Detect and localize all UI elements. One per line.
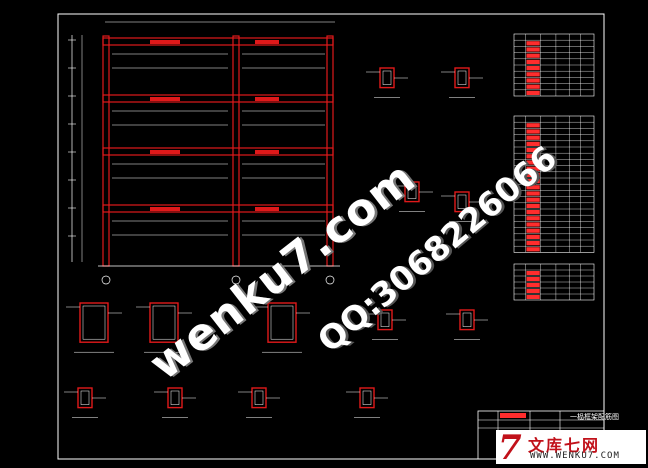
table-cell-highlight xyxy=(526,191,540,196)
section-box xyxy=(267,302,297,343)
table-cell-highlight xyxy=(526,185,540,190)
table-cell-highlight xyxy=(526,228,540,233)
table-cell-highlight xyxy=(526,59,540,64)
table-cell-highlight xyxy=(526,47,540,52)
section-stirrup xyxy=(270,305,294,340)
table-cell-highlight xyxy=(526,197,540,202)
table-cell-highlight xyxy=(526,222,540,227)
table-cell-highlight xyxy=(526,295,540,299)
table-cell-highlight xyxy=(526,247,540,252)
section-box xyxy=(149,302,179,343)
table-cell-highlight xyxy=(526,154,540,159)
section-stirrup xyxy=(382,70,392,85)
table-cell-highlight xyxy=(526,123,540,128)
table-cell-highlight xyxy=(526,283,540,287)
table-cell-highlight xyxy=(526,135,540,140)
frame-beam xyxy=(102,204,334,213)
wenku7-logo[interactable]: 7 文库七网 WWW.WENKU7.COM xyxy=(496,428,646,468)
table-cell-highlight xyxy=(526,78,540,83)
beam-highlight xyxy=(255,40,279,44)
beam-highlight xyxy=(255,97,279,101)
logo-chinese-text: 文库七网 xyxy=(528,436,601,455)
section-stirrup xyxy=(254,390,264,405)
beam-highlight xyxy=(150,40,180,44)
beam-highlight xyxy=(150,207,180,211)
table-cell-highlight xyxy=(526,66,540,71)
table-cell-highlight xyxy=(526,234,540,239)
frame-beam xyxy=(102,37,334,46)
section-stirrup xyxy=(170,390,180,405)
table-cell-highlight xyxy=(526,179,540,184)
axis-bubble xyxy=(101,275,111,285)
table-cell-highlight xyxy=(526,210,540,215)
table-cell-highlight xyxy=(526,72,540,77)
section-stirrup xyxy=(462,312,472,327)
table-cell-highlight xyxy=(526,172,540,177)
frame-column xyxy=(232,35,240,267)
frame-beam xyxy=(102,147,334,156)
beam-highlight xyxy=(255,207,279,211)
beam-highlight xyxy=(150,150,180,154)
table-cell-highlight xyxy=(526,90,540,95)
table-cell-highlight xyxy=(526,129,540,134)
frame-elevation xyxy=(68,21,340,285)
table-cell-highlight xyxy=(526,41,540,46)
table-cell-highlight xyxy=(526,53,540,58)
section-stirrup xyxy=(457,70,467,85)
section-stirrup xyxy=(407,184,417,199)
table-cell-highlight xyxy=(526,289,540,293)
table-cell-highlight xyxy=(526,216,540,221)
section-box xyxy=(79,302,109,343)
table-cell-highlight xyxy=(526,141,540,146)
rebar-tables xyxy=(513,33,595,301)
beam-highlight xyxy=(150,97,180,101)
section-stirrup xyxy=(80,390,90,405)
table-cell-highlight xyxy=(526,84,540,89)
table-cell-highlight xyxy=(526,148,540,153)
section-stirrup xyxy=(152,305,176,340)
title-block-title: 一榀框架配筋图 xyxy=(570,413,619,421)
table-cell-highlight xyxy=(526,241,540,246)
section-stirrup xyxy=(362,390,372,405)
beam-highlight xyxy=(255,150,279,154)
frame-column xyxy=(102,35,110,267)
table-cell-highlight xyxy=(526,277,540,281)
frame-beam xyxy=(102,94,334,103)
section-stirrup xyxy=(82,305,106,340)
logo-english-text: WWW.WENKU7.COM xyxy=(530,451,620,461)
table-cell-highlight xyxy=(526,166,540,171)
wenku7-logo-icon: 7 xyxy=(498,428,522,468)
table-cell-highlight xyxy=(526,271,540,275)
section-stirrup xyxy=(380,312,390,327)
table-cell-highlight xyxy=(526,160,540,165)
axis-bubble xyxy=(325,275,335,285)
section-details xyxy=(64,67,488,418)
frame-column xyxy=(326,35,334,267)
axis-bubble xyxy=(231,275,241,285)
table-cell-highlight xyxy=(526,203,540,208)
section-stirrup xyxy=(457,194,467,209)
